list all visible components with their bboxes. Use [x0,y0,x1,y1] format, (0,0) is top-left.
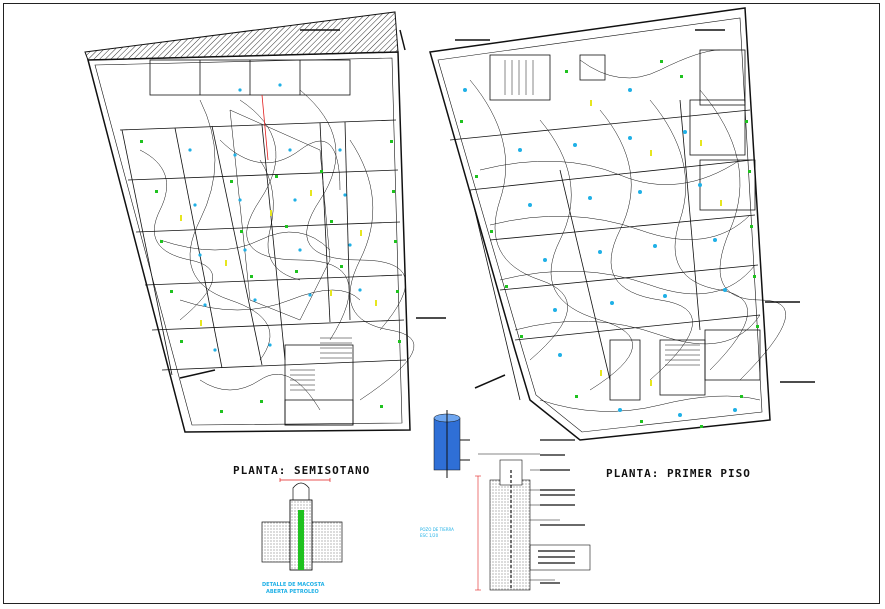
walls-primer-piso [449,49,761,401]
switches-primer-piso [590,100,722,386]
outlets-semisotano [140,140,401,413]
sheet-border [3,3,880,604]
pit-label-line1: POZO DE TIERRA [420,527,454,532]
tag-markers [179,29,815,389]
switches-semisotano [180,190,377,326]
wiring-semisotano [139,89,415,411]
fixtures-semisotano [188,83,362,352]
wiring-primer-piso [469,49,786,412]
walls-semisotano [119,59,407,426]
stairs-primer-piso [504,60,700,366]
detail-caption-line2: ABERTA PETROLEO [266,589,319,595]
detail-grounding-ring [261,478,343,571]
outline-semisotano [87,51,411,433]
fixtures-primer-piso [463,88,737,417]
detail-caption-line1: DETALLE DE MACOSTA [262,582,325,588]
outlets-primer-piso [460,60,759,428]
plan-title-semisotano: PLANTA: SEMISOTANO [233,464,371,477]
detail-ground-pit [475,439,591,591]
stairs-semisotano [290,337,352,391]
plan-title-primer-piso: PLANTA: PRIMER PISO [606,467,751,480]
pit-label-line2: ESC 1/20 [420,533,439,538]
detail-ground-rod [433,410,470,478]
